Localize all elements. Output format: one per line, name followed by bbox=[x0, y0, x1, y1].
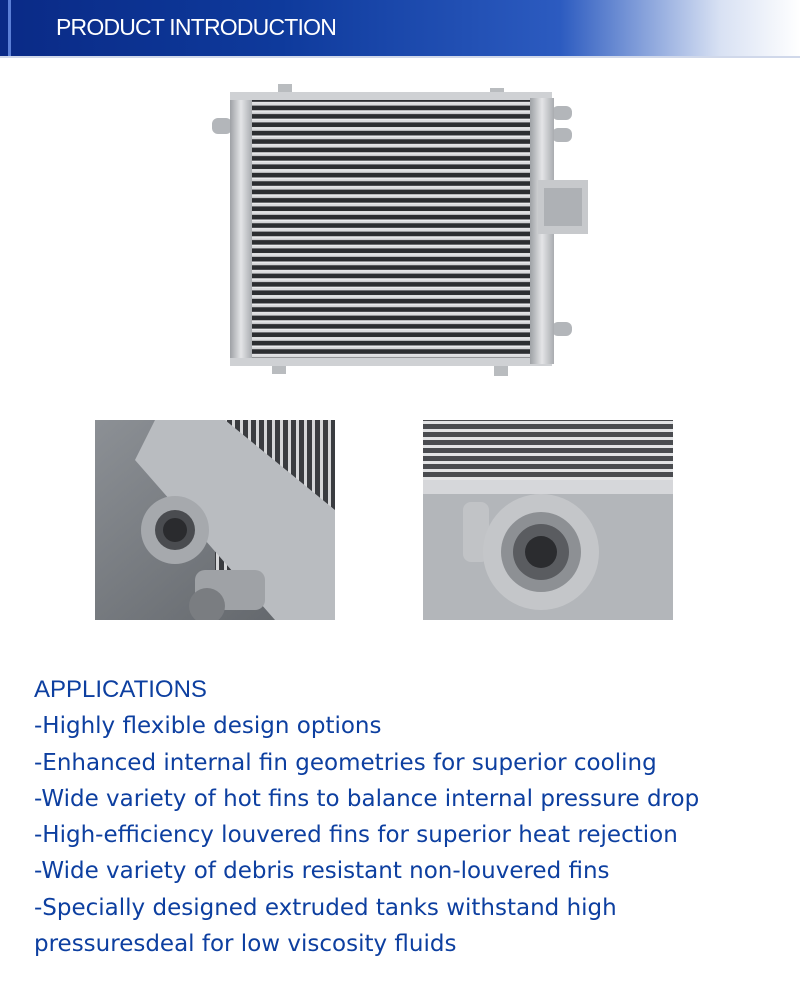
header-divider bbox=[0, 56, 800, 58]
header-banner bbox=[0, 0, 800, 56]
applications-item: -High-efficiency louvered fins for super… bbox=[34, 822, 678, 849]
applications-item: -Wide variety of debris resistant non-lo… bbox=[34, 858, 610, 885]
applications-item: -Enhanced internal fin geometries for su… bbox=[34, 749, 657, 776]
port-detail-photo-left bbox=[95, 420, 335, 620]
applications-item: -Wide variety of hot fins to balance int… bbox=[34, 785, 700, 812]
port-detail-photo-right bbox=[423, 420, 673, 620]
page-title: PRODUCT INTRODUCTION bbox=[56, 14, 337, 40]
product-main-photo bbox=[212, 84, 588, 376]
applications-item: pressuresdeal for low viscosity fluids bbox=[34, 931, 457, 958]
applications-section: APPLICATIONS -Highly flexible design opt… bbox=[34, 672, 774, 962]
header-accent-stripe bbox=[8, 0, 11, 56]
applications-heading: APPLICATIONS bbox=[34, 676, 207, 703]
applications-item: -Highly flexible design options bbox=[34, 713, 382, 740]
applications-item: -Specially designed extruded tanks withs… bbox=[34, 894, 617, 921]
